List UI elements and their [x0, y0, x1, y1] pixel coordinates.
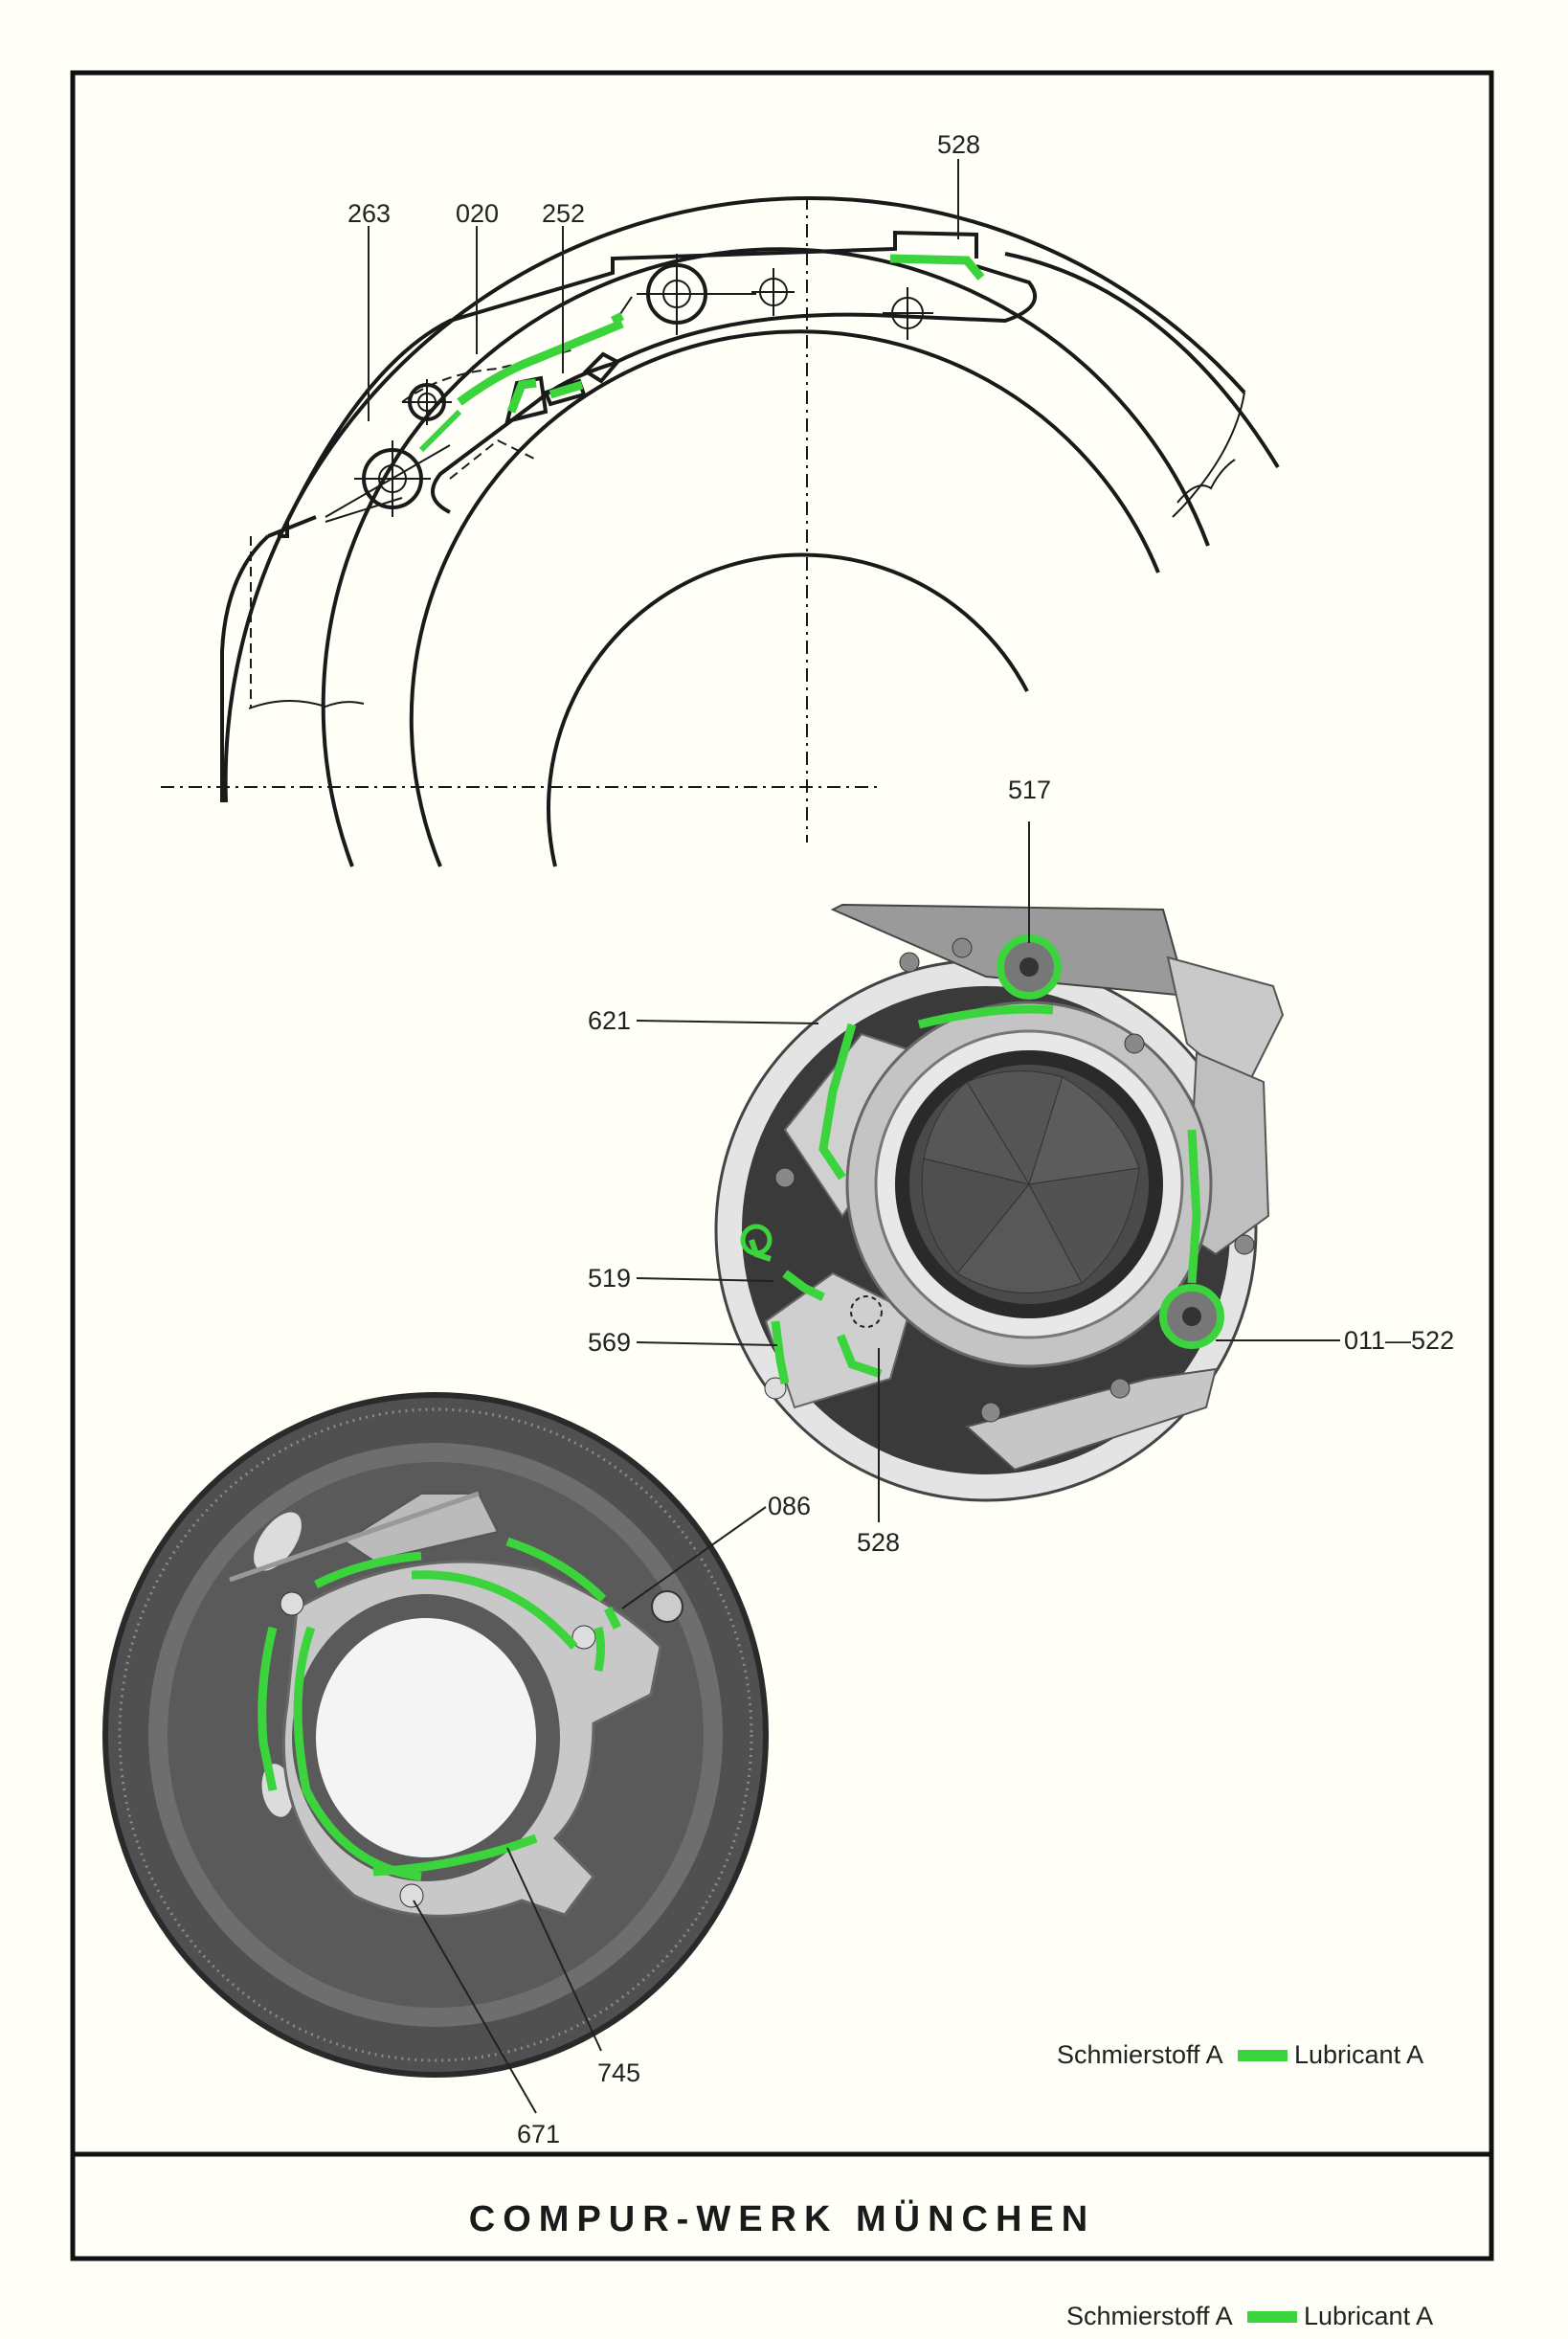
green-bar-icon — [1238, 2050, 1288, 2061]
top-technical-drawing — [161, 196, 1280, 867]
page-frame — [70, 70, 1494, 2261]
label-252: 252 — [542, 199, 585, 228]
label-528-mid: 528 — [857, 1528, 900, 1557]
legend-inner-en: Lubricant A — [1294, 2040, 1423, 2069]
legend-outer: Schmierstoff A Lubricant A — [1066, 2302, 1433, 2330]
top-leaders — [368, 159, 959, 421]
footer-title: COMPUR-WERK MÜNCHEN — [469, 2198, 1095, 2239]
cam-ring-photo — [102, 1392, 769, 2078]
legend-outer-de: Schmierstoff A — [1066, 2302, 1233, 2330]
legend-outer-en: Lubricant A — [1304, 2302, 1433, 2330]
label-569: 569 — [588, 1328, 631, 1357]
label-745: 745 — [597, 2058, 640, 2087]
bottom-leaders — [413, 1506, 767, 2114]
label-517: 517 — [1008, 776, 1051, 804]
label-519: 519 — [588, 1264, 631, 1293]
legend-inner-de: Schmierstoff A — [1057, 2040, 1223, 2069]
label-020: 020 — [456, 199, 499, 228]
shutter-mechanism-photo — [714, 903, 1285, 1502]
label-671: 671 — [517, 2120, 560, 2148]
label-011-522: 011—522 — [1344, 1326, 1454, 1355]
label-621: 621 — [588, 1006, 631, 1035]
label-263: 263 — [347, 199, 391, 228]
label-086: 086 — [768, 1492, 811, 1520]
label-528-top: 528 — [937, 130, 980, 159]
legend-inner: Schmierstoff A Lubricant A — [1057, 2040, 1423, 2069]
green-bar-icon — [1247, 2311, 1297, 2323]
middle-leaders — [636, 821, 1340, 1522]
